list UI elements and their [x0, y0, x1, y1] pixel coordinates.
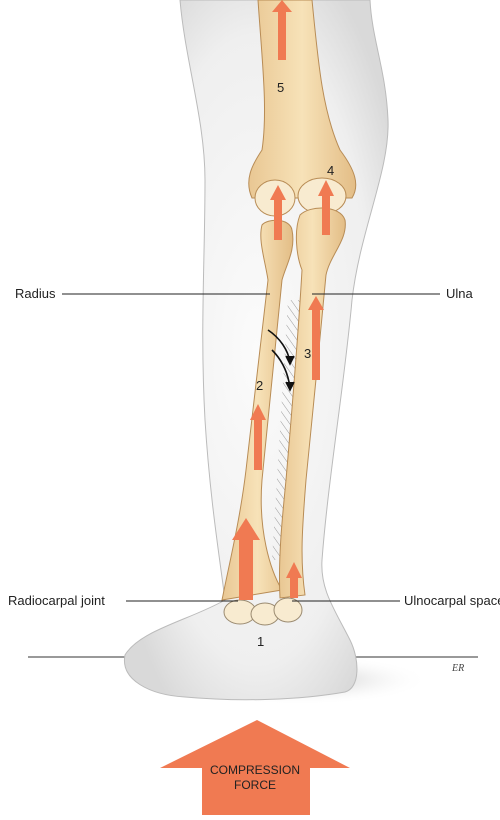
label-ulna: Ulna — [446, 286, 474, 301]
marker-3: 3 — [304, 346, 311, 361]
marker-4: 4 — [327, 163, 334, 178]
label-radiocarpal-joint: Radiocarpal joint — [8, 593, 105, 608]
force-label: FORCE — [234, 778, 276, 792]
marker-2: 2 — [256, 378, 263, 393]
label-radius: Radius — [15, 286, 56, 301]
marker-5: 5 — [277, 80, 284, 95]
compression-label: COMPRESSION — [210, 763, 300, 777]
label-ulnocarpal-space: Ulnocarpal space — [404, 593, 500, 608]
marker-1: 1 — [257, 634, 264, 649]
artist-signature: ER — [451, 663, 464, 674]
